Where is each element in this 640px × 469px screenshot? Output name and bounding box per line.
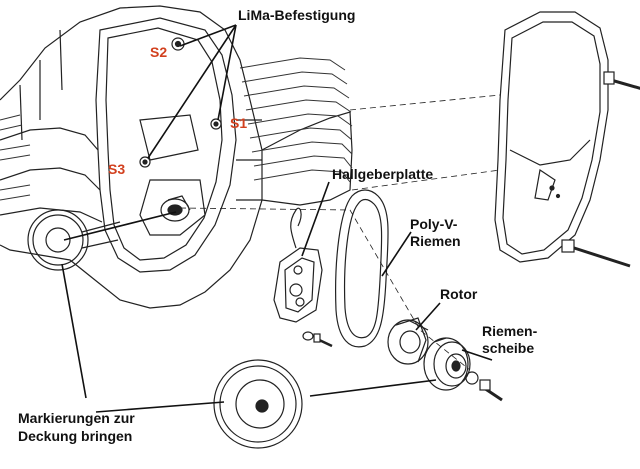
front-cover <box>494 11 609 263</box>
cover-bolt-top <box>603 71 640 90</box>
engine-block <box>0 5 353 309</box>
label-riemenscheibe-line1: Riemen- <box>482 323 538 339</box>
leader-lines <box>61 24 493 413</box>
label-markierungen-line1: Markierungen zur <box>18 410 135 426</box>
screw-s1 <box>210 118 222 130</box>
label-hallgeberplatte: Hallgeberplatte <box>332 166 434 182</box>
marking-disc-pulley <box>213 359 303 449</box>
label-riemenscheibe-line2: scheibe <box>482 340 535 356</box>
belt-pulley <box>423 337 471 391</box>
cylinder-fins <box>0 57 353 201</box>
label-s3: S3 <box>108 161 126 177</box>
label-poly-v-line2: Riemen <box>410 233 461 249</box>
label-poly-v-line1: Poly-V- <box>410 216 458 232</box>
poly-v-belt <box>335 189 389 348</box>
screw-s3 <box>139 156 151 168</box>
hall-sensor-plate <box>273 207 323 323</box>
label-markierungen-line2: Deckung bringen <box>18 428 133 444</box>
cover-bolt-bottom <box>561 239 631 268</box>
rotor <box>387 317 429 365</box>
label-lima-befestigung: LiMa-Befestigung <box>238 7 356 23</box>
label-rotor: Rotor <box>440 286 478 302</box>
marking-disc-engine <box>27 209 121 271</box>
label-s2: S2 <box>150 44 168 60</box>
label-s1: S1 <box>230 115 248 131</box>
